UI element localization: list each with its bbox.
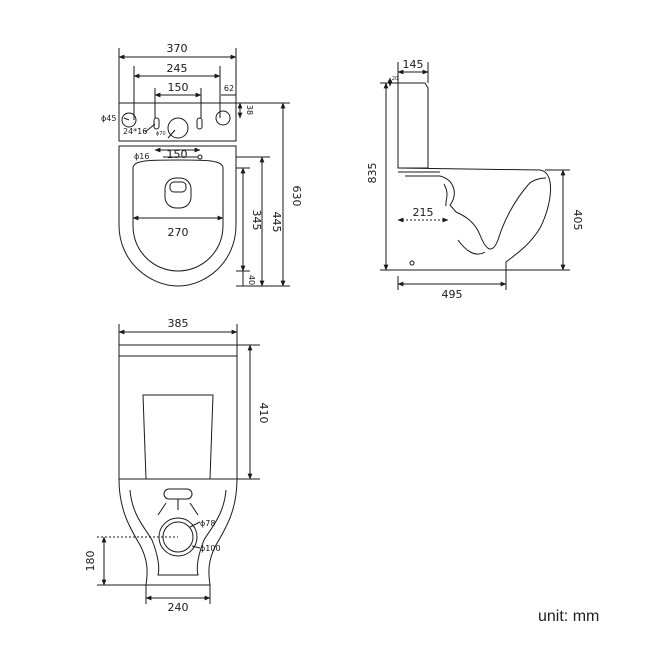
dim-835: 835 — [366, 163, 379, 184]
top-view — [118, 48, 290, 287]
dim-445: 445 — [270, 212, 283, 233]
seat-opening — [132, 159, 224, 272]
dim-145: 145 — [403, 58, 424, 71]
button-hole-right — [215, 110, 231, 126]
dim-630: 630 — [290, 186, 303, 207]
front-view-labels: 385 410 ϕ78 ϕ100 180 240 — [84, 317, 270, 614]
front-bowl-outline — [118, 478, 238, 586]
top-tank-outline — [118, 102, 237, 142]
dim-38: 38 — [245, 105, 254, 115]
dim-62: 62 — [224, 84, 234, 93]
front-cover — [142, 394, 214, 480]
center-hole — [167, 117, 189, 139]
dim-phi16: ϕ16 — [134, 152, 149, 161]
front-view — [97, 324, 260, 604]
side-view — [380, 62, 570, 290]
front-tank-outline — [118, 344, 238, 480]
dim-phi70: ϕ70 — [156, 131, 166, 137]
dim-150-lower: 150 — [167, 148, 188, 161]
dim-245: 245 — [167, 62, 188, 75]
side-trapway — [439, 175, 547, 250]
dim-385: 385 — [168, 317, 189, 330]
top-slot — [163, 488, 193, 500]
dim-phi100: ϕ100 — [200, 544, 221, 553]
dim-40: 40 — [247, 275, 256, 285]
dim-215: 215 — [413, 206, 434, 219]
dim-240: 240 — [168, 601, 189, 614]
unit-label: unit: mm — [538, 608, 600, 625]
dim-405: 405 — [571, 210, 584, 231]
dim-495: 495 — [442, 288, 463, 301]
dim-345: 345 — [250, 210, 263, 231]
dim-370: 370 — [167, 42, 188, 55]
fixing-hole — [197, 154, 203, 160]
dim-150-top: 150 — [168, 81, 189, 94]
slot-right — [196, 117, 203, 130]
flush-opening-inner — [169, 181, 187, 193]
side-tank-outline — [397, 82, 429, 169]
bowl-outline-top — [118, 145, 237, 287]
front-bowl-inner — [129, 489, 227, 576]
button-hole-left — [121, 112, 137, 128]
dim-410: 410 — [257, 403, 270, 424]
side-outlet-point — [409, 260, 415, 266]
dim-270: 270 — [168, 226, 189, 239]
slot-left — [153, 117, 160, 130]
dim-phi78: ϕ78 — [200, 519, 215, 528]
flush-opening — [164, 177, 192, 209]
top-view-labels: 370 245 150 62 38 ϕ45 24*16 ϕ70 150 ϕ16 … — [101, 42, 303, 285]
dim-180: 180 — [84, 551, 97, 572]
dim-24x16: 24*16 — [123, 127, 147, 136]
side-bowl-outline — [397, 167, 552, 271]
dim-20: 20 — [392, 76, 398, 82]
dim-phi45: ϕ45 — [101, 114, 116, 123]
side-view-labels: 145 20 835 405 215 495 — [366, 58, 584, 301]
